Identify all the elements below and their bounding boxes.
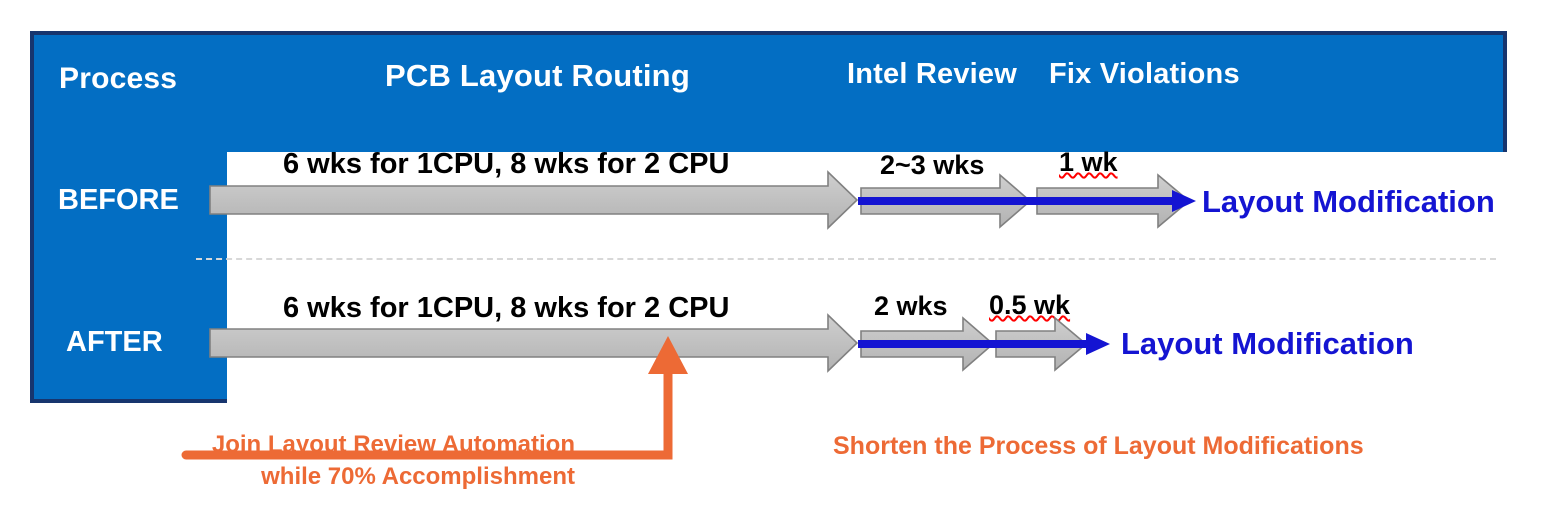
annotation-left-line2: while 70% Accomplishment: [261, 462, 575, 490]
header-intel-review: Intel Review: [847, 58, 1018, 90]
before-pcb-duration: 6 wks for 1CPU, 8 wks for 2 CPU: [283, 148, 730, 180]
after-outcome-label: Layout Modification: [1121, 326, 1414, 361]
row-divider: [196, 258, 1496, 260]
annotation-left-line1: Join Layout Review Automation: [211, 431, 575, 458]
before-intel-duration: 2~3 wks: [880, 150, 985, 180]
annotation-left: Join Layout Review Automation while 70% …: [173, 429, 575, 492]
after-intel-duration: 2 wks: [874, 291, 948, 321]
before-fix-duration: 1 wk: [1059, 147, 1118, 177]
row-label-after: AFTER: [66, 326, 163, 358]
header-pcb-layout-routing: PCB Layout Routing: [385, 58, 690, 93]
header-process: Process: [59, 62, 178, 95]
after-pcb-duration: 6 wks for 1CPU, 8 wks for 2 CPU: [283, 292, 730, 324]
annotation-right: Shorten the Process of Layout Modificati…: [833, 432, 1364, 460]
after-fix-duration: 0.5 wk: [989, 290, 1071, 320]
header-fix-violations: Fix Violations: [1049, 58, 1240, 90]
before-outcome-label: Layout Modification: [1202, 184, 1495, 219]
row-label-before: BEFORE: [58, 184, 179, 216]
